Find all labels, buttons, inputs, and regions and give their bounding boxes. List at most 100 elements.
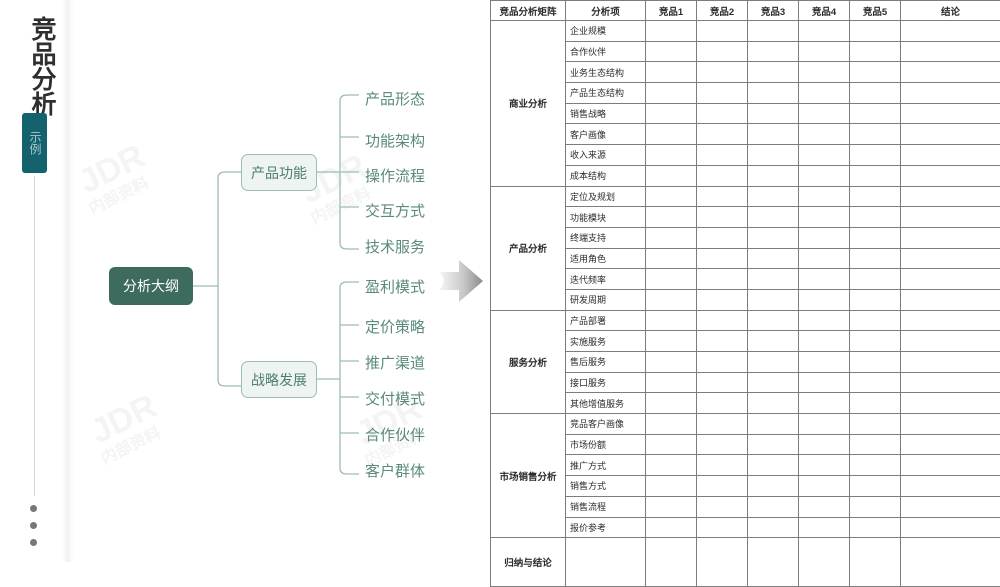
competitor-2-cell[interactable] (697, 248, 748, 269)
competitor-5-cell[interactable] (850, 393, 901, 414)
competitor-5-cell[interactable] (850, 414, 901, 435)
competitor-4-cell[interactable] (799, 517, 850, 538)
conclusion-cell[interactable] (901, 517, 1000, 538)
competitor-2-cell[interactable] (697, 455, 748, 476)
competitor-2-cell[interactable] (697, 538, 748, 587)
competitor-4-cell[interactable] (799, 124, 850, 145)
competitor-2-cell[interactable] (697, 145, 748, 166)
competitor-3-cell[interactable] (748, 248, 799, 269)
mindmap-leaf[interactable]: 功能架构 (365, 130, 425, 151)
competitor-3-cell[interactable] (748, 62, 799, 83)
mindmap-leaf[interactable]: 推广渠道 (365, 352, 425, 373)
conclusion-cell[interactable] (901, 393, 1000, 414)
competitor-3-cell[interactable] (748, 186, 799, 207)
competitor-1-cell[interactable] (646, 476, 697, 497)
competitor-4-cell[interactable] (799, 352, 850, 373)
competitor-3-cell[interactable] (748, 414, 799, 435)
competitor-1-cell[interactable] (646, 248, 697, 269)
competitor-3-cell[interactable] (748, 393, 799, 414)
conclusion-cell[interactable] (901, 145, 1000, 166)
competitor-3-cell[interactable] (748, 83, 799, 104)
competitor-1-cell[interactable] (646, 21, 697, 42)
conclusion-cell[interactable] (901, 289, 1000, 310)
mindmap-root-node[interactable]: 分析大纲 (109, 267, 193, 305)
competitor-3-cell[interactable] (748, 455, 799, 476)
competitor-1-cell[interactable] (646, 310, 697, 331)
conclusion-cell[interactable] (901, 41, 1000, 62)
competitor-4-cell[interactable] (799, 21, 850, 42)
competitor-1-cell[interactable] (646, 145, 697, 166)
conclusion-cell[interactable] (901, 227, 1000, 248)
competitor-4-cell[interactable] (799, 310, 850, 331)
competitor-2-cell[interactable] (697, 103, 748, 124)
competitor-2-cell[interactable] (697, 352, 748, 373)
competitor-5-cell[interactable] (850, 372, 901, 393)
competitor-1-cell[interactable] (646, 538, 697, 587)
competitor-3-cell[interactable] (748, 227, 799, 248)
competitor-2-cell[interactable] (697, 331, 748, 352)
competitor-4-cell[interactable] (799, 83, 850, 104)
competitor-2-cell[interactable] (697, 186, 748, 207)
competitor-4-cell[interactable] (799, 145, 850, 166)
competitor-4-cell[interactable] (799, 248, 850, 269)
competitor-1-cell[interactable] (646, 372, 697, 393)
competitor-5-cell[interactable] (850, 517, 901, 538)
mindmap-leaf[interactable]: 定价策略 (365, 316, 425, 337)
competitor-2-cell[interactable] (697, 289, 748, 310)
conclusion-cell[interactable] (901, 476, 1000, 497)
competitor-3-cell[interactable] (748, 476, 799, 497)
competitor-1-cell[interactable] (646, 83, 697, 104)
competitor-2-cell[interactable] (697, 269, 748, 290)
competitor-3-cell[interactable] (748, 289, 799, 310)
mindmap-branch-product-function[interactable]: 产品功能 (241, 154, 317, 191)
competitor-3-cell[interactable] (748, 41, 799, 62)
competitor-3-cell[interactable] (748, 269, 799, 290)
conclusion-cell[interactable] (901, 124, 1000, 145)
competitor-5-cell[interactable] (850, 103, 901, 124)
conclusion-cell[interactable] (901, 496, 1000, 517)
conclusion-cell[interactable] (901, 310, 1000, 331)
competitor-4-cell[interactable] (799, 476, 850, 497)
competitor-2-cell[interactable] (697, 124, 748, 145)
competitor-1-cell[interactable] (646, 186, 697, 207)
competitor-5-cell[interactable] (850, 207, 901, 228)
competitor-1-cell[interactable] (646, 269, 697, 290)
competitor-2-cell[interactable] (697, 41, 748, 62)
competitor-5-cell[interactable] (850, 310, 901, 331)
conclusion-cell[interactable] (901, 186, 1000, 207)
conclusion-cell[interactable] (901, 21, 1000, 42)
competitor-1-cell[interactable] (646, 165, 697, 186)
competitor-4-cell[interactable] (799, 414, 850, 435)
competitor-3-cell[interactable] (748, 352, 799, 373)
competitor-2-cell[interactable] (697, 517, 748, 538)
conclusion-cell[interactable] (901, 331, 1000, 352)
competitor-5-cell[interactable] (850, 538, 901, 587)
competitor-2-cell[interactable] (697, 476, 748, 497)
competitor-4-cell[interactable] (799, 227, 850, 248)
competitor-5-cell[interactable] (850, 269, 901, 290)
conclusion-cell[interactable] (901, 269, 1000, 290)
competitor-4-cell[interactable] (799, 496, 850, 517)
competitor-2-cell[interactable] (697, 393, 748, 414)
competitor-5-cell[interactable] (850, 476, 901, 497)
competitor-5-cell[interactable] (850, 21, 901, 42)
competitor-2-cell[interactable] (697, 227, 748, 248)
mindmap-leaf[interactable]: 客户群体 (365, 460, 425, 481)
competitor-4-cell[interactable] (799, 103, 850, 124)
competitor-3-cell[interactable] (748, 21, 799, 42)
competitor-2-cell[interactable] (697, 165, 748, 186)
competitor-4-cell[interactable] (799, 538, 850, 587)
competitor-1-cell[interactable] (646, 103, 697, 124)
competitor-1-cell[interactable] (646, 227, 697, 248)
competitor-3-cell[interactable] (748, 207, 799, 228)
conclusion-cell[interactable] (901, 372, 1000, 393)
competitor-3-cell[interactable] (748, 372, 799, 393)
competitor-2-cell[interactable] (697, 372, 748, 393)
competitor-2-cell[interactable] (697, 414, 748, 435)
mindmap-leaf[interactable]: 产品形态 (365, 88, 425, 109)
competitor-4-cell[interactable] (799, 372, 850, 393)
competitor-4-cell[interactable] (799, 62, 850, 83)
competitor-4-cell[interactable] (799, 165, 850, 186)
competitor-5-cell[interactable] (850, 145, 901, 166)
conclusion-cell[interactable] (901, 248, 1000, 269)
